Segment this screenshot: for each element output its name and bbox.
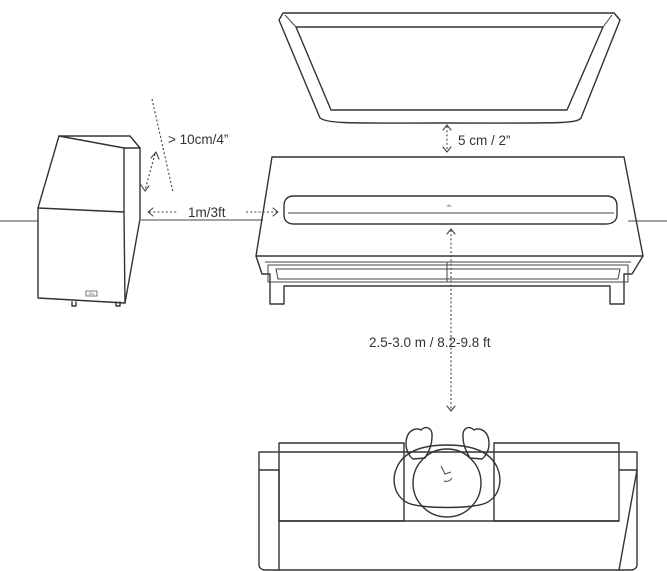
floor-line (0, 219, 667, 222)
person (393, 426, 501, 518)
listening-distance-label: 2.5-3.0 m / 8.2-9.8 ft (369, 335, 491, 350)
subwoofer-logo: JBL (88, 292, 94, 296)
tv-cabinet (255, 156, 644, 305)
subwoofer: JBL (37, 135, 141, 307)
sub-clearance-dimension (140, 98, 174, 193)
sub-distance-label: 1m/3ft (188, 205, 226, 220)
tv-gap-dimension (442, 124, 452, 153)
tv-gap-label: 5 cm / 2” (458, 133, 511, 148)
sub-distance-dimension (147, 207, 279, 217)
soundbar-logo: JBL (446, 204, 452, 208)
listening-distance-dimension (446, 228, 456, 412)
soundbar: JBL (283, 195, 618, 225)
sub-clearance-label: > 10cm/4” (168, 132, 228, 147)
sofa (258, 442, 638, 571)
tv (278, 12, 621, 124)
